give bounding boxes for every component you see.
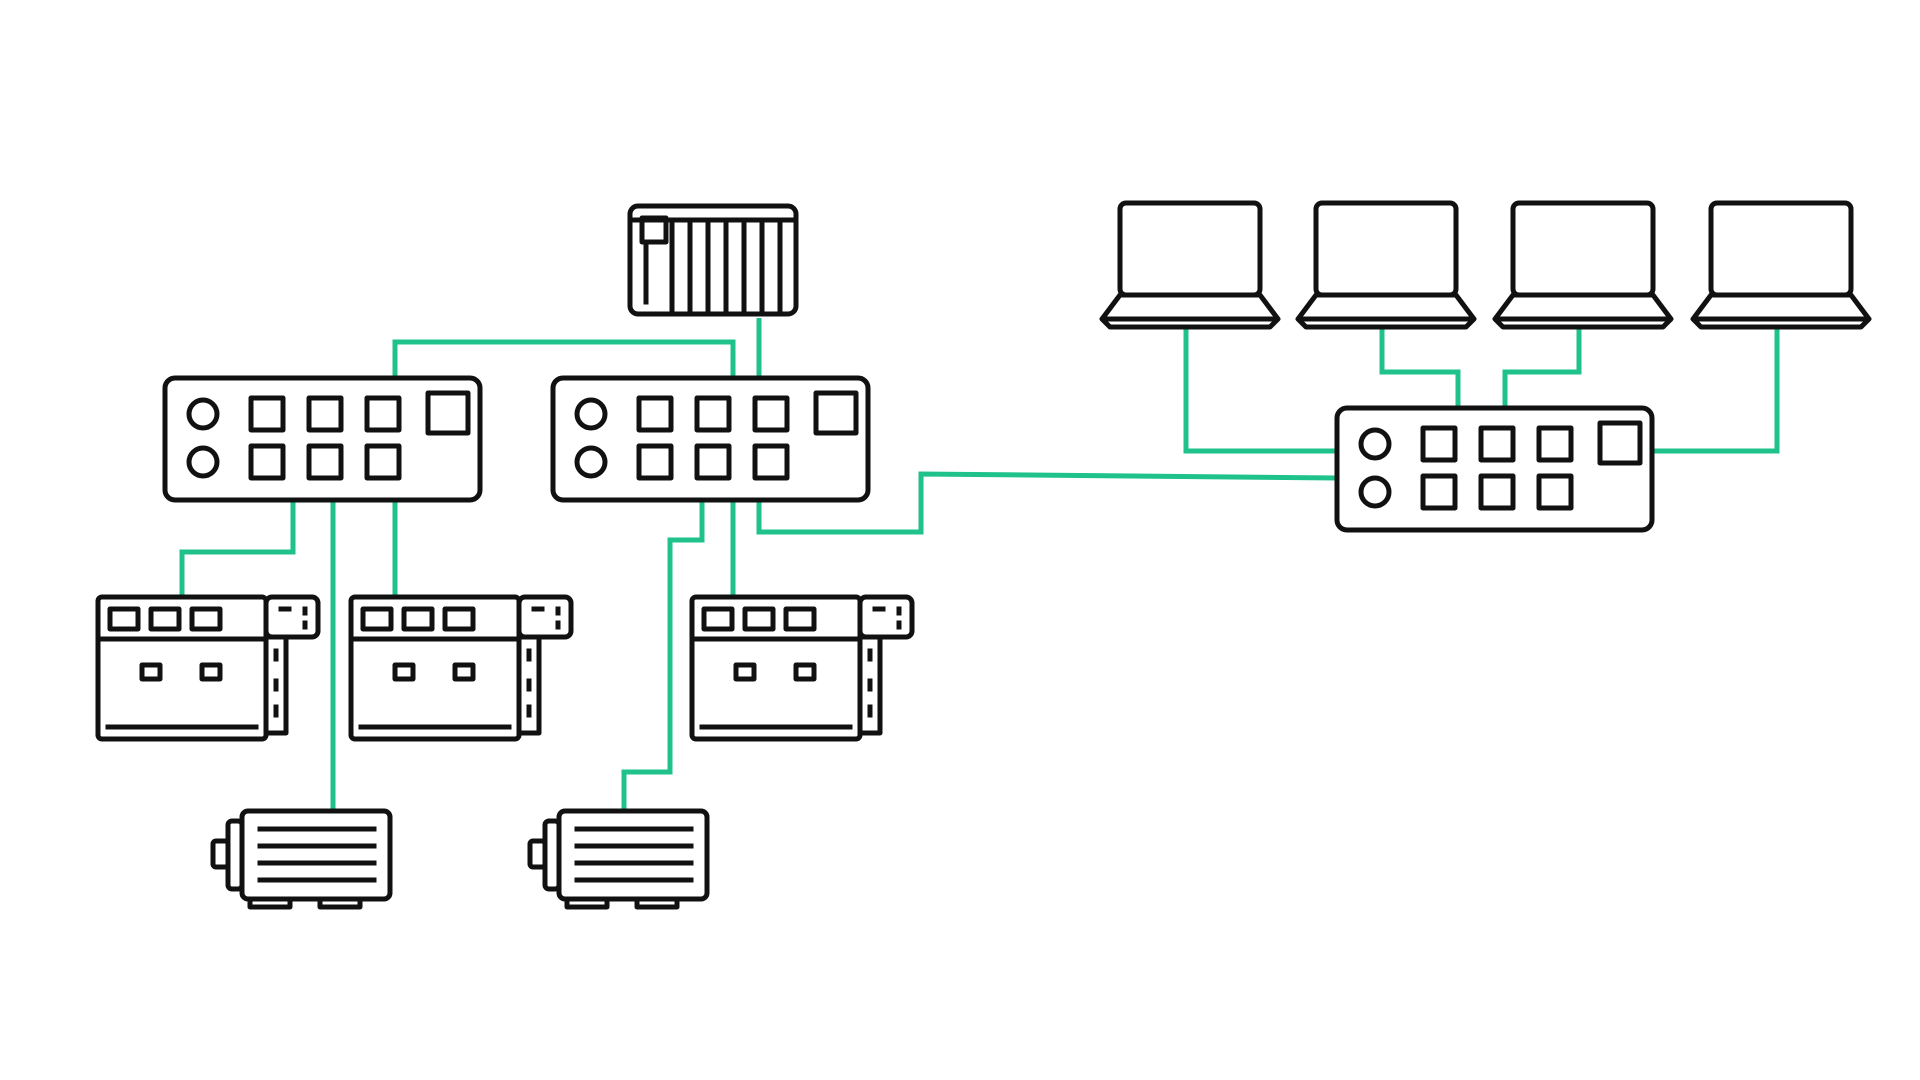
port-square-large [1597, 420, 1643, 466]
motor-icon[interactable] [527, 808, 710, 910]
motor-icon[interactable] [210, 808, 393, 910]
port-circle [186, 445, 220, 479]
motor-foot [634, 896, 680, 910]
port-square [1478, 425, 1516, 463]
laptop-icon[interactable] [1295, 200, 1477, 330]
drive-indicator [189, 606, 223, 632]
drive-indicator [360, 606, 394, 632]
port-square [306, 395, 344, 433]
motor-body [556, 808, 710, 902]
drive-unit-icon[interactable] [348, 594, 574, 742]
connection-line-laptop-2-to-switch-right [1379, 327, 1461, 408]
network-switch-icon[interactable] [550, 375, 871, 503]
drive-button [392, 662, 416, 682]
port-circle [574, 397, 608, 431]
port-square [364, 395, 402, 433]
drive-indicator [401, 606, 435, 632]
port-square-large [425, 390, 471, 436]
laptop-icon[interactable] [1690, 200, 1872, 330]
drive-button [452, 662, 476, 682]
drive-indicator [742, 606, 776, 632]
connection-line-laptop-4-to-switch-right [1652, 327, 1780, 454]
drive-unit-icon[interactable] [689, 594, 915, 742]
port-square [694, 395, 732, 433]
port-square [752, 395, 790, 433]
drive-button [139, 662, 163, 682]
motor-foot [317, 896, 363, 910]
drive-indicator [701, 606, 735, 632]
port-square [752, 443, 790, 481]
drive-indicator [107, 606, 141, 632]
port-square [248, 395, 286, 433]
controller-module [639, 215, 669, 245]
device-icons [95, 200, 1872, 910]
port-circle [1358, 475, 1392, 509]
motor-foot [247, 896, 293, 910]
drive-indicator [442, 606, 476, 632]
drive-indicator [148, 606, 182, 632]
drive-indicator [783, 606, 817, 632]
connection-line-switch-center-to-switch-right [756, 471, 1338, 535]
port-square [694, 443, 732, 481]
drive-body [95, 594, 269, 742]
drive-button [199, 662, 223, 682]
drive-button [793, 662, 817, 682]
port-square [1420, 473, 1458, 511]
drive-unit-icon[interactable] [95, 594, 321, 742]
motor-foot [564, 896, 610, 910]
port-square-large [813, 390, 859, 436]
connection-line-laptop-3-to-switch-right [1502, 327, 1582, 408]
port-square [1420, 425, 1458, 463]
drive-body [689, 594, 863, 742]
drive-connector [516, 594, 574, 640]
port-square [636, 395, 674, 433]
drive-button [733, 662, 757, 682]
port-circle [574, 445, 608, 479]
laptop-icon[interactable] [1099, 200, 1281, 330]
laptop-screen [1708, 200, 1854, 298]
controller-icon[interactable] [627, 203, 799, 317]
laptop-base [1295, 292, 1477, 330]
connection-lines [179, 318, 1780, 811]
port-square [364, 443, 402, 481]
drive-connector [857, 594, 915, 640]
laptop-base [1690, 292, 1872, 330]
port-square [1536, 425, 1574, 463]
port-square [248, 443, 286, 481]
laptop-screen [1313, 200, 1459, 298]
laptop-base [1099, 292, 1281, 330]
port-square [1478, 473, 1516, 511]
port-circle [1358, 427, 1392, 461]
port-square [636, 443, 674, 481]
laptop-screen [1510, 200, 1656, 298]
network-switch-icon[interactable] [162, 375, 483, 503]
motor-body [239, 808, 393, 902]
connection-line-switch-left-to-switch-center [392, 339, 736, 378]
port-circle [186, 397, 220, 431]
drive-body [348, 594, 522, 742]
network-switch-icon[interactable] [1334, 405, 1655, 533]
connection-line-switch-left-to-drive-1 [179, 500, 296, 597]
laptop-base [1492, 292, 1674, 330]
port-square [306, 443, 344, 481]
connection-line-switch-center-to-motor-2 [621, 500, 705, 811]
drive-connector [263, 594, 321, 640]
port-square [1536, 473, 1574, 511]
connection-line-laptop-1-to-switch-right [1183, 327, 1337, 454]
laptop-screen [1117, 200, 1263, 298]
laptop-icon[interactable] [1492, 200, 1674, 330]
